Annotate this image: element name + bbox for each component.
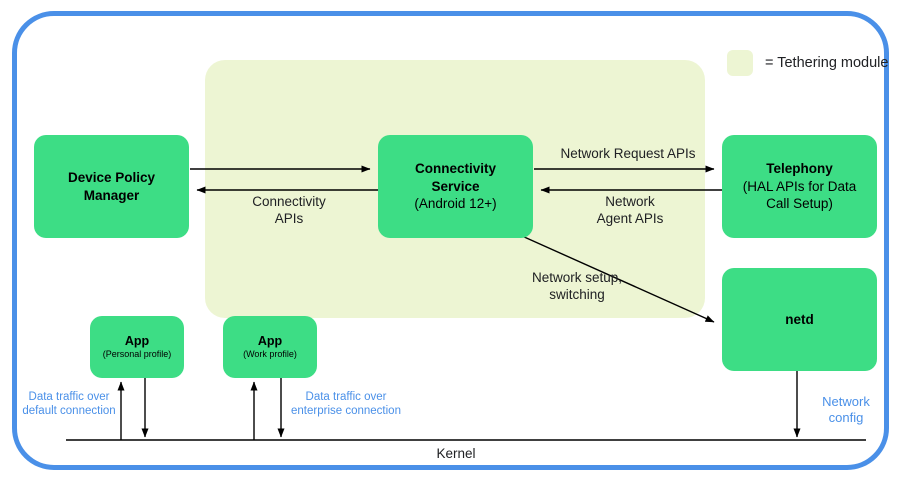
edge-label-line2: enterprise connection bbox=[291, 405, 401, 418]
edge-label-line2: APIs bbox=[274, 210, 304, 226]
node-telephony[interactable]: Telephony (HAL APIs for Data Call Setup) bbox=[722, 135, 877, 238]
node-title: Connectivity bbox=[414, 161, 496, 177]
edge-label-data-traffic-enterprise: Data traffic over enterprise connection bbox=[285, 390, 407, 419]
edge-label-line2: switching bbox=[549, 286, 605, 302]
node-subtitle: (Personal profile) bbox=[102, 349, 172, 360]
edge-label-network-setup-switching: Network setup, switching bbox=[492, 270, 662, 304]
node-title: Device Policy bbox=[67, 169, 156, 185]
node-subtitle-line2: Call Setup) bbox=[766, 196, 833, 212]
kernel-label: Kernel bbox=[436, 446, 476, 461]
node-subtitle: (Android 12+) bbox=[414, 196, 497, 212]
edge-label-connectivity-apis: Connectivity APIs bbox=[205, 194, 373, 228]
node-title-line2: Manager bbox=[83, 187, 140, 203]
edge-label-line2: default connection bbox=[22, 405, 116, 418]
legend: = Tethering module bbox=[727, 50, 888, 76]
legend-swatch-icon bbox=[727, 50, 753, 76]
edge-label-line1: Network bbox=[822, 394, 870, 409]
legend-label: = Tethering module bbox=[765, 55, 889, 71]
node-title: Telephony bbox=[766, 161, 833, 177]
node-app-personal[interactable]: App (Personal profile) bbox=[90, 316, 184, 378]
edge-label-line1: Network setup, bbox=[531, 270, 623, 285]
edge-label-network-agent-apis: Network Agent APIs bbox=[560, 194, 700, 228]
node-connectivity-service[interactable]: Connectivity Service (Android 12+) bbox=[378, 135, 533, 238]
node-netd[interactable]: netd bbox=[722, 268, 877, 371]
node-app-work[interactable]: App (Work profile) bbox=[223, 316, 317, 378]
node-subtitle: (HAL APIs for Data bbox=[742, 178, 857, 194]
node-title: netd bbox=[785, 311, 814, 327]
outer-frame bbox=[12, 11, 889, 470]
edge-label-network-request-apis: Network Request APIs bbox=[560, 146, 696, 161]
edge-label-line2: config bbox=[828, 410, 864, 426]
edge-label-line1: Connectivity bbox=[252, 194, 326, 209]
node-title: App bbox=[257, 334, 283, 349]
node-title-line2: Service bbox=[431, 178, 480, 194]
node-subtitle: (Work profile) bbox=[243, 349, 297, 360]
node-device-policy-manager[interactable]: Device Policy Manager bbox=[34, 135, 189, 238]
edge-label-network-config: Network config bbox=[806, 394, 886, 427]
edge-label-line1: Network bbox=[605, 194, 655, 209]
edge-label-line1: Data traffic over bbox=[28, 391, 110, 403]
edge-label-data-traffic-default: Data traffic over default connection bbox=[14, 390, 124, 419]
edge-label-line2: Agent APIs bbox=[596, 210, 664, 226]
node-title: App bbox=[124, 334, 150, 349]
edge-label-line1: Data traffic over bbox=[305, 391, 387, 403]
